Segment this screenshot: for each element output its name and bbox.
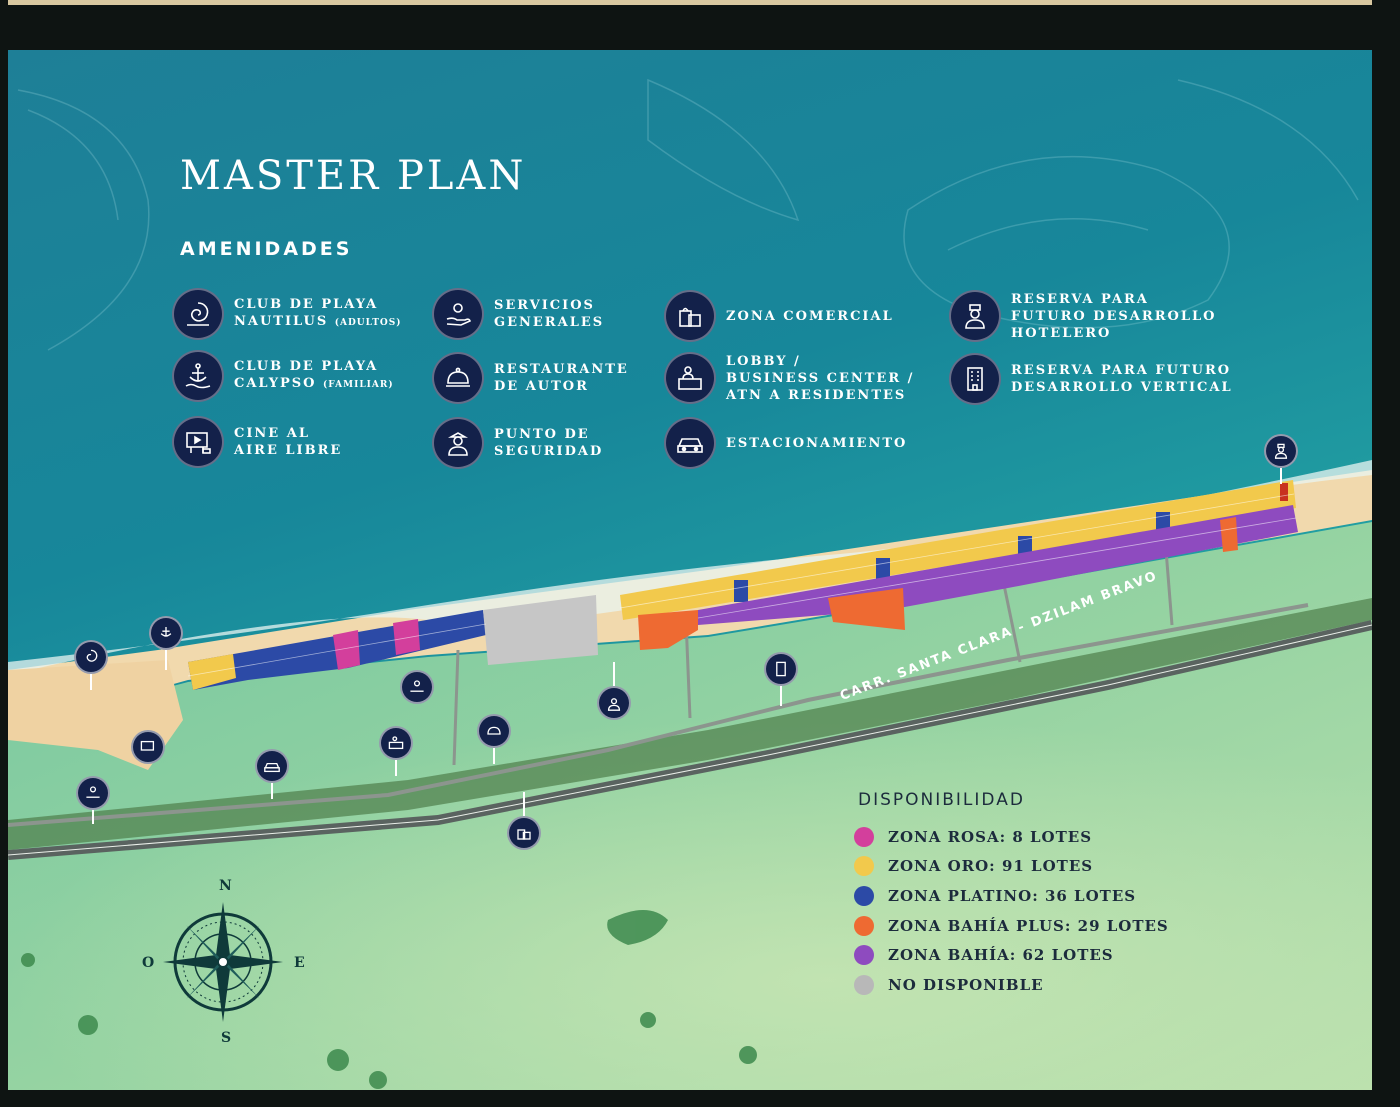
lots-bahia-plus-1 [638,610,698,650]
legend-title: DISPONIBILIDAD [858,790,1025,810]
amenity-cine: CINE AL AIRE LIBRE [172,416,342,468]
amenity-club-nautilus: CLUB DE PLAYA NAUTILUS (ADULTOS) [172,288,402,340]
amenity-label: CINE AL AIRE LIBRE [234,426,343,458]
map-pin-security [597,686,631,720]
amenity-label: RESTAURANTE DE AUTOR [494,362,629,394]
concierge-hand-icon [432,288,484,340]
amenity-label: CLUB DE PLAYA CALYPSO [234,359,379,391]
anchor-wave-icon [172,350,224,402]
amenity-label: LOBBY / BUSINESS CENTER / ATN A RESIDENT… [726,353,915,403]
legend-label: NO DISPONIBLE [888,975,1044,994]
road-label: CARR. SANTA CLARA - DZILAM BRAVO [838,568,1161,705]
vegetation-strip [8,598,1372,850]
lot-grid [187,493,1297,677]
legend-swatch [854,856,874,877]
legend-item-bahia: ZONA BAHÍA: 62 LOTES [854,940,1169,970]
amenity-restaurante: RESTAURANTE DE AUTOR [432,352,629,404]
amenity-label: RESERVA PARA FUTURO DESARROLLO HOTELERO [1011,291,1217,341]
amenity-estacionamiento: ESTACIONAMIENTO [664,417,907,469]
amenity-reserva-vertical: RESERVA PARA FUTURO DESARROLLO VERTICAL [949,353,1233,405]
cloche-icon [432,352,484,404]
legend-swatch [854,826,874,847]
lots-rosa-2 [393,619,420,655]
map-pin-comercial [507,816,541,850]
compass-rose-icon [163,902,283,1022]
compass-west: O [142,955,155,971]
map-pin-vertical [764,652,798,686]
lot-red-marker [1280,483,1288,501]
legend-label: ZONA ROSA: 8 LOTES [888,827,1093,846]
map-pin-lobby [379,726,413,760]
lots-oro-east [620,480,1296,620]
availability-legend: DISPONIBILIDAD ZONA ROSA: 8 LOTES ZONA O… [854,790,1169,1000]
compass-east: E [294,955,305,971]
shopping-bags-icon [664,290,716,342]
top-strip [8,0,1372,5]
map-pin-servicios-2 [400,670,434,704]
amenity-label: ZONA COMERCIAL [726,308,894,324]
amenity-note: (FAMILIAR) [323,380,394,390]
map-pin-hotel [1264,434,1298,468]
legend-item-platino: ZONA PLATINO: 36 LOTES [854,881,1169,911]
amenity-reserva-hotelero: RESERVA PARA FUTURO DESARROLLO HOTELERO [949,290,1216,342]
amenity-label: RESERVA PARA FUTURO DESARROLLO VERTICAL [1011,363,1233,395]
amenity-lobby: LOBBY / BUSINESS CENTER / ATN A RESIDENT… [664,352,914,404]
highway-centerline [8,624,1372,856]
land-highlight [8,650,1372,1090]
lots-bahia-plus-3 [1220,517,1238,552]
legend-item-rosa: ZONA ROSA: 8 LOTES [854,822,1169,852]
amenities-heading: AMENIDADES [180,238,353,260]
amenity-label: CLUB DE PLAYA NAUTILUS [234,297,379,329]
reception-desk-icon [664,352,716,404]
building-icon [949,353,1001,405]
compass-south: S [221,1030,232,1046]
page-title: MASTER PLAN [180,153,527,199]
legend-label: ZONA BAHÍA: 62 LOTES [888,946,1114,965]
compass-north: N [219,878,232,894]
legend-label: ZONA ORO: 91 LOTES [888,857,1094,876]
legend-swatch [854,885,874,906]
legend-swatch [854,915,874,936]
access-road [8,603,1309,827]
map-overlay: MASTER PLAN AMENIDADES CLUB DE PLAYA NAU… [8,50,1372,1090]
security-guard-icon [432,417,484,469]
amenity-note: (ADULTOS) [334,318,402,328]
amenity-club-calypso: CLUB DE PLAYA CALYPSO (FAMILIAR) [172,350,394,402]
amenity-label: PUNTO DE SEGURIDAD [494,427,604,459]
nautilus-shell-icon [172,288,224,340]
map-pin-cinema [131,730,165,764]
master-plan-map: MASTER PLAN AMENIDADES CLUB DE PLAYA NAU… [8,50,1372,1090]
legend-label: ZONA BAHÍA PLUS: 29 LOTES [888,916,1169,935]
hotel-staff-icon [949,290,1001,342]
legend-item-no-disponible: NO DISPONIBLE [854,970,1169,1000]
shell-decoration [17,78,1359,351]
lots-bahia-plus-2 [828,588,905,630]
map-pin-calypso [149,616,183,650]
map-background [8,50,1372,1090]
amenity-zona-comercial: ZONA COMERCIAL [664,290,894,342]
map-pin-parking [255,749,289,783]
map-pin-nautilus [74,640,108,674]
amenity-seguridad: PUNTO DE SEGURIDAD [432,417,603,469]
map-pin-restaurant [477,714,511,748]
outdoor-cinema-icon [172,416,224,468]
lots-rosa-1 [333,630,360,670]
lots-bahia [698,505,1298,625]
amenity-servicios-generales: SERVICIOS GENERALES [432,288,604,340]
lots-no-disponible [483,595,598,665]
map-pin-servicios-1 [76,776,110,810]
legend-item-oro: ZONA ORO: 91 LOTES [854,852,1169,882]
trees [21,910,757,1089]
legend-swatch [854,945,874,966]
legend-swatch [854,974,874,995]
car-icon [664,417,716,469]
amenity-label: SERVICIOS GENERALES [494,298,605,330]
amenity-label: ESTACIONAMIENTO [726,435,908,451]
legend-item-bahia-plus: ZONA BAHÍA PLUS: 29 LOTES [854,911,1169,941]
legend-label: ZONA PLATINO: 36 LOTES [888,886,1137,905]
